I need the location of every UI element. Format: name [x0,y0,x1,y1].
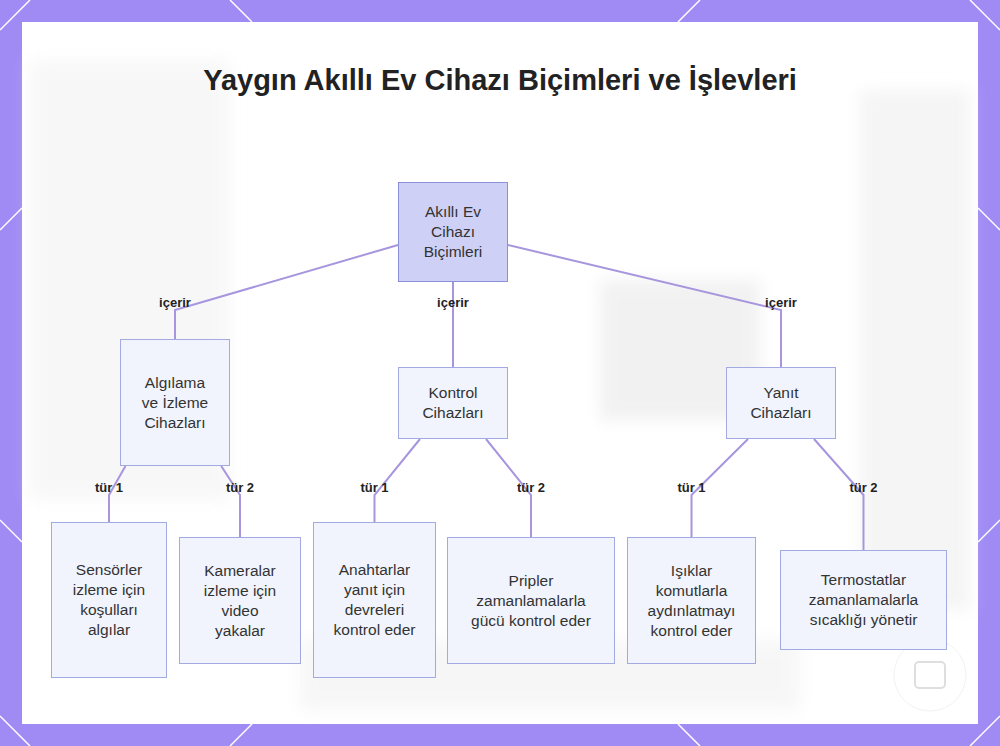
box-text: Işıklar komutlarla aydınlatmayı kontrol … [639,561,744,641]
connector-line [508,245,781,367]
edge-label: tür 2 [226,480,254,495]
root-box: Akıllı Ev Cihazı Biçimleri [398,182,508,282]
text-wrap: Kontrol Cihazları [408,383,498,423]
text-wrap: Pripler zamanlamalarla gücü kontrol eder [466,571,596,631]
text-wrap: Algılama ve İzleme Cihazları [135,373,215,433]
edge-label: içerir [159,295,191,310]
connector-line [175,245,398,339]
category-box: Yanıt Cihazları [726,367,836,439]
category-box: Sensörler izleme için koşulları algılar [51,522,167,678]
category-box: Kameralar izleme için video yakalar [179,537,301,664]
box-text: Yanıt Cihazları [736,383,826,423]
box-text: Kontrol Cihazları [408,383,498,423]
box-text: Termostatlar zamanlamalarla sıcaklığı yö… [794,570,934,630]
category-box: Termostatlar zamanlamalarla sıcaklığı yö… [780,550,947,650]
box-text: Anahtarlar yanıt için devreleri kontrol … [327,560,422,640]
edge-label: tür 2 [517,480,545,495]
text-wrap: Akıllı Ev Cihazı Biçimleri [408,202,498,262]
text-wrap: Işıklar komutlarla aydınlatmayı kontrol … [639,561,744,641]
diagram-title: Yaygın Akıllı Ev Cihazı Biçimleri ve İşl… [200,62,800,98]
category-box: Anahtarlar yanıt için devreleri kontrol … [313,522,436,678]
text-wrap: Sensörler izleme için koşulları algılar [69,560,149,640]
box-text: Algılama ve İzleme Cihazları [135,373,215,433]
edge-label: tür 1 [677,480,705,495]
box-text: Akıllı Ev Cihazı Biçimleri [408,202,498,262]
connector-line [221,466,240,537]
edge-label: tür 2 [849,480,877,495]
category-box: Pripler zamanlamalarla gücü kontrol eder [447,537,615,664]
connector-line [814,439,864,550]
box-text: Pripler zamanlamalarla gücü kontrol eder [466,571,596,631]
category-box: Algılama ve İzleme Cihazları [120,339,230,466]
box-text: Sensörler izleme için koşulları algılar [69,560,149,640]
category-box: Işıklar komutlarla aydınlatmayı kontrol … [627,537,756,664]
edge-label: içerir [437,295,469,310]
edge-label: tür 1 [360,480,388,495]
text-wrap: Yanıt Cihazları [736,383,826,423]
edge-label: tür 1 [95,480,123,495]
text-wrap: Termostatlar zamanlamalarla sıcaklığı yö… [794,570,934,630]
category-box: Kontrol Cihazları [398,367,508,439]
text-wrap: Kameralar izleme için video yakalar [195,561,285,641]
text-wrap: Anahtarlar yanıt için devreleri kontrol … [327,560,422,640]
box-text: Kameralar izleme için video yakalar [195,561,285,641]
edge-label: içerir [765,295,797,310]
